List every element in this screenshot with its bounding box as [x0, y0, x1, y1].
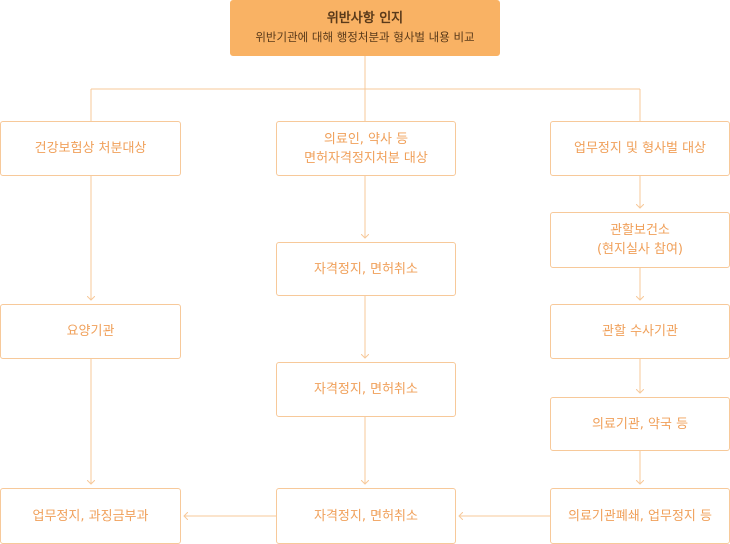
- institution-closure-box: 의료기관폐쇄, 업무정지 등: [550, 488, 730, 544]
- business-suspension-fine-label: 업무정지, 과징금부과: [32, 508, 149, 524]
- health-insurance-disposition-box: 건강보험상 처분대상: [0, 121, 181, 176]
- investigation-agency-box: 관할 수사기관: [550, 304, 730, 359]
- health-insurance-disposition-label: 건강보험상 처분대상: [34, 141, 147, 156]
- care-institution-box: 요양기관: [0, 304, 181, 359]
- public-health-center-box: 관할보건소 (현지실사 참여): [550, 212, 730, 268]
- business-suspension-fine-box: 업무정지, 과징금부과: [0, 488, 181, 544]
- violation-subtitle: 위반기관에 대해 행정처분과 형사벌 내용 비교: [255, 30, 475, 44]
- qualification-suspension-box-1: 자격정지, 면허취소: [276, 242, 456, 296]
- medical-institution-pharmacy-box: 의료기관, 약국 등: [550, 397, 730, 451]
- qualification-suspension-label-2: 자격정지, 면허취소: [314, 382, 418, 397]
- care-institution-label: 요양기관: [66, 324, 115, 339]
- license-target-line2: 면허자격정지처분 대상: [304, 150, 428, 166]
- violation-title: 위반사항 인지: [326, 11, 404, 26]
- public-health-center-line1: 관할보건소: [610, 223, 670, 238]
- license-target-line1: 의료인, 약사 등: [323, 131, 409, 147]
- qualification-suspension-box-3: 자격정지, 면허취소: [276, 488, 456, 544]
- institution-closure-label: 의료기관폐쇄, 업무정지 등: [568, 508, 712, 524]
- business-suspension-criminal-label: 업무정지 및 형사벌 대상: [574, 141, 706, 156]
- business-suspension-criminal-box: 업무정지 및 형사벌 대상: [550, 121, 730, 176]
- qualification-suspension-box-2: 자격정지, 면허취소: [276, 362, 456, 417]
- qualification-suspension-label-3: 자격정지, 면허취소: [314, 508, 418, 524]
- license-suspension-target-box: 의료인, 약사 등 면허자격정지처분 대상: [276, 121, 456, 176]
- public-health-center-line2: (현지실사 참여): [596, 242, 684, 257]
- violation-recognition-box: 위반사항 인지 위반기관에 대해 행정처분과 형사벌 내용 비교: [230, 0, 500, 56]
- medical-institution-pharmacy-label: 의료기관, 약국 등: [591, 416, 689, 432]
- investigation-agency-label: 관할 수사기관: [602, 324, 678, 339]
- qualification-suspension-label-1: 자격정지, 면허취소: [314, 261, 418, 277]
